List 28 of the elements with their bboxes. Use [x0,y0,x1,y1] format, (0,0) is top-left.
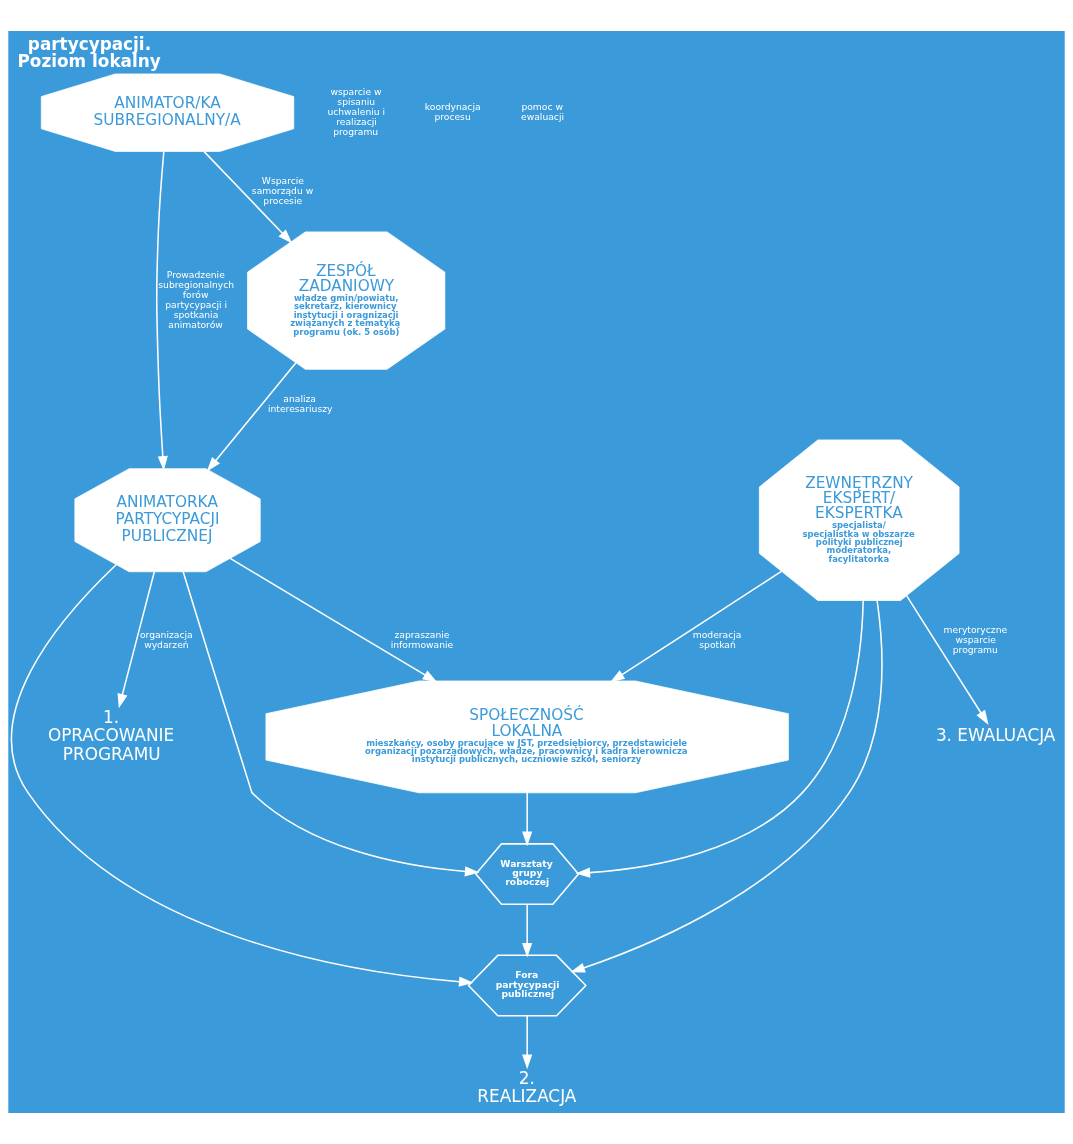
edge-label: zapraszanie informowanie [390,629,454,651]
arrow [522,792,533,847]
arrow [203,150,293,244]
edge-label: Prowadzenie subregionalnych forów partycypacji i spotkania animatorów [158,269,235,330]
arrow [229,557,438,683]
edge-label: analiza interesariuszy [267,392,333,414]
label: wsparcie w spisaniu uchwaleniu i realizacji programu [327,86,386,137]
arrow [575,599,864,878]
diagram-title: partycypacji. Poziom lokalny [17,33,161,71]
arrow [570,599,883,973]
label: pomoc w ewaluacji [521,101,565,123]
arrow [610,570,783,683]
arrow [156,150,168,471]
edge-label: merytoryczne wsparcie programu [943,624,1008,656]
node-text: 2. REALIZACJA [477,1067,577,1106]
arrow [117,571,156,709]
node-text: 3. EWALUACJA [935,725,1056,746]
edge-label: Wsparcie samorządu w procesie [251,175,314,207]
arrow [206,362,297,472]
node-text: 1. OPRACOWANIE PROGRAMU [47,706,175,764]
arrow [522,1014,533,1070]
arrow [10,564,474,987]
arrow [906,595,989,725]
edge-label: moderacja spotkań [692,629,742,651]
label: koordynacja procesu [424,101,481,123]
arrow [182,571,480,877]
arrow [522,903,533,958]
edge-label: organizacja wydarzeń [139,629,193,651]
